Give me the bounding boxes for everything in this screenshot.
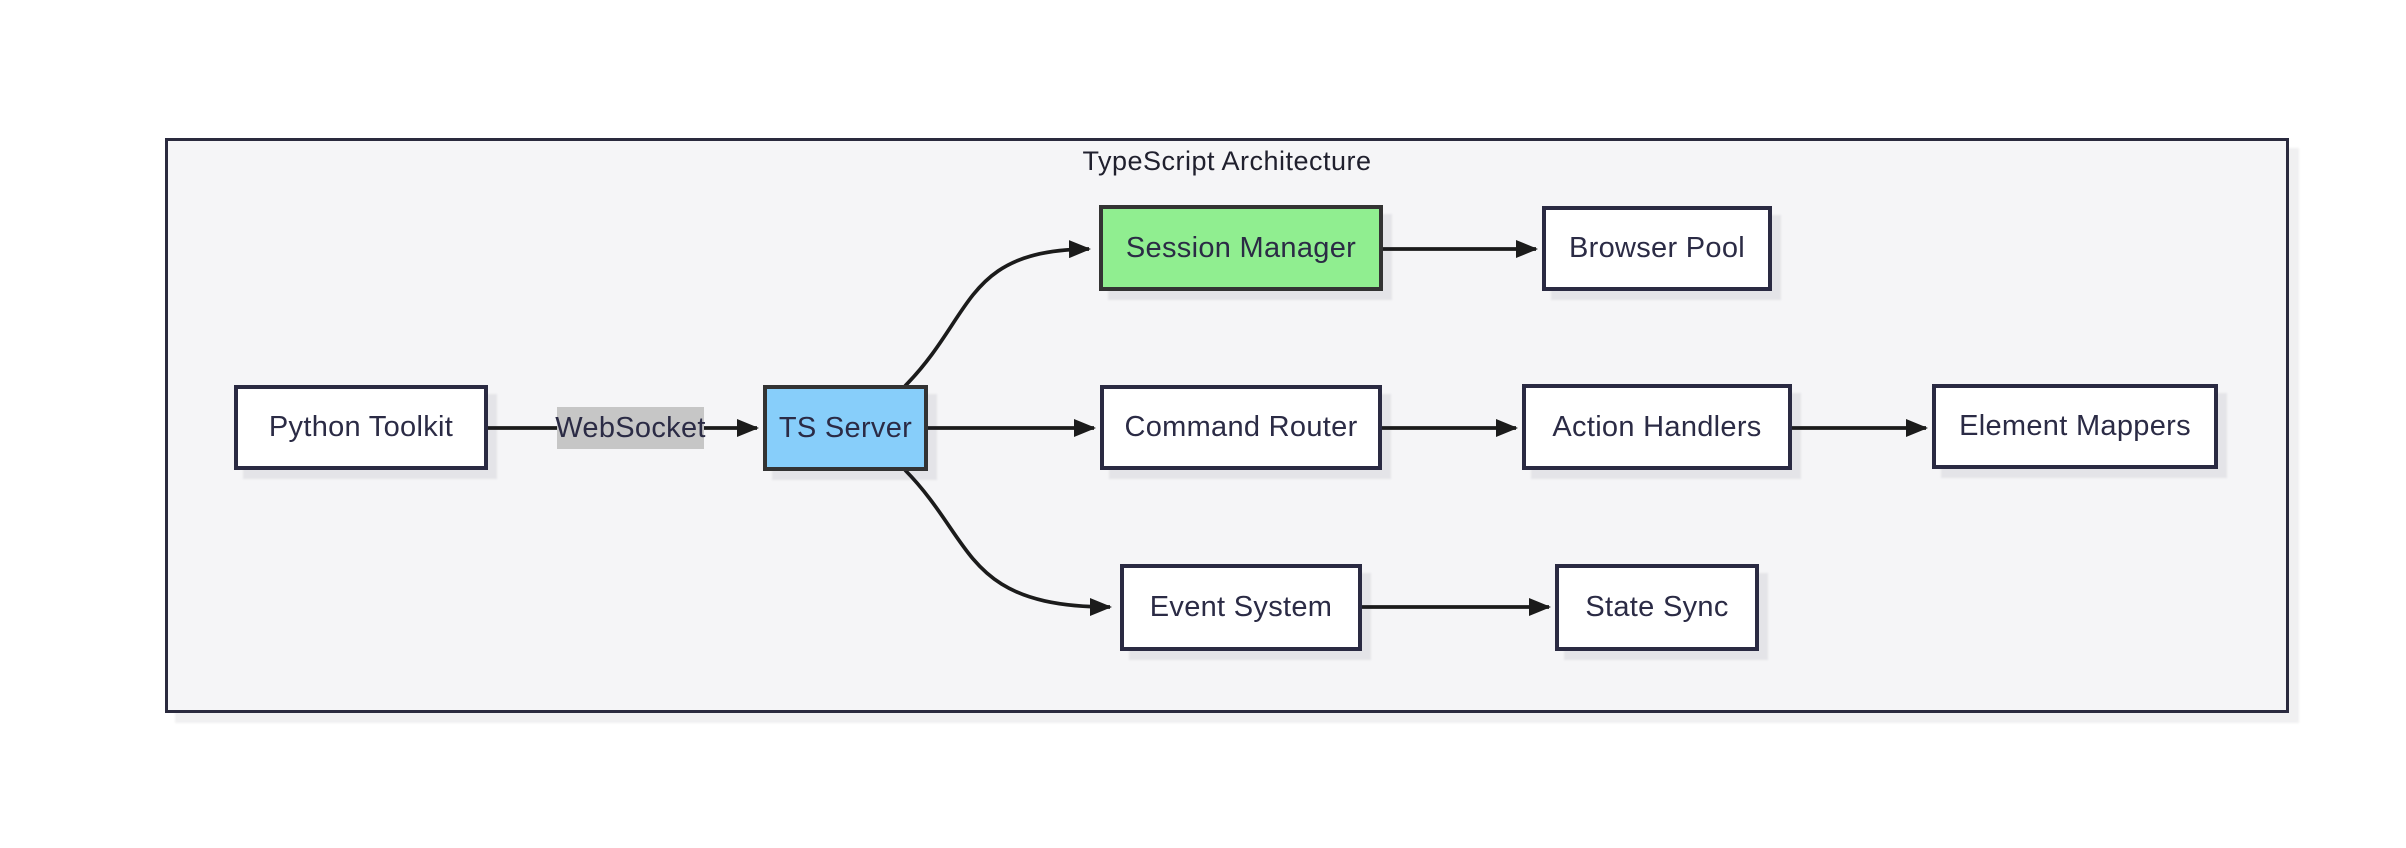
node-browser-pool-label: Browser Pool: [1568, 232, 1746, 264]
node-event-system: Event System: [1120, 564, 1362, 651]
edge-label-websocket: WebSocket: [555, 407, 705, 449]
node-python-toolkit: Python Toolkit: [234, 385, 488, 470]
node-state-sync: State Sync: [1555, 564, 1759, 651]
node-event-system-label: Event System: [1149, 591, 1333, 623]
node-browser-pool: Browser Pool: [1542, 206, 1772, 291]
node-element-mappers: Element Mappers: [1932, 384, 2218, 469]
node-action-handlers-label: Action Handlers: [1552, 410, 1762, 443]
node-session-manager: Session Manager: [1099, 205, 1383, 291]
cluster-title: TypeScript Architecture: [1082, 146, 1372, 176]
node-ts-server-label: TS Server: [778, 411, 913, 444]
node-ts-server: TS Server: [763, 385, 928, 471]
node-python-toolkit-label: Python Toolkit: [268, 411, 454, 443]
edge-ts-server-to-session-manager: [903, 240, 1091, 388]
node-action-handlers: Action Handlers: [1522, 384, 1792, 470]
edge-ts-server-to-event-system: [903, 468, 1112, 616]
node-element-mappers-label: Element Mappers: [1959, 410, 2191, 442]
node-session-manager-label: Session Manager: [1125, 231, 1357, 264]
node-state-sync-label: State Sync: [1585, 591, 1729, 623]
node-command-router-label: Command Router: [1124, 411, 1358, 443]
node-command-router: Command Router: [1100, 385, 1382, 470]
